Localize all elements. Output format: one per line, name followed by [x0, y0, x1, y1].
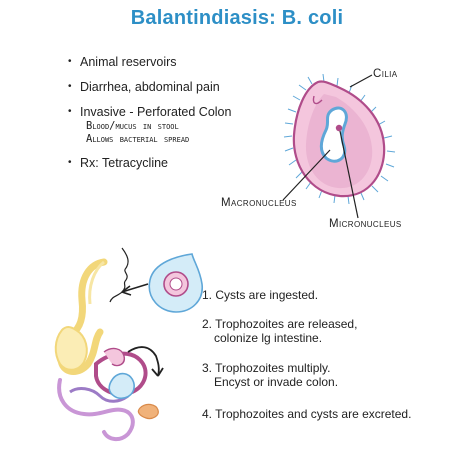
trophozoite-illustration [283, 73, 396, 205]
fact-reservoirs: Animal reservoirs [68, 54, 231, 70]
cilia-fringe [283, 73, 396, 205]
fact-symptoms: Diarrhea, abdominal pain [68, 79, 231, 95]
micronucleus-label: Micronucleus [329, 218, 402, 230]
face-profile [109, 247, 129, 303]
micronucleus-dot [335, 124, 343, 132]
micronucleus-pointer [339, 130, 359, 219]
step-2: 2. Trophozoites are released, colonize l… [202, 317, 357, 345]
excreted-cysts [137, 403, 159, 420]
step-1: 1. Cysts are ingested. [202, 288, 319, 302]
cilia-pointer [349, 74, 373, 88]
trophozoite-in-gut [108, 372, 135, 400]
fact-invasive-text: Invasive - Perforated Colon [80, 105, 232, 119]
cytostome [312, 95, 323, 105]
step-3-line2: Encyst or invade colon. [214, 375, 339, 389]
ingest-arrow [121, 283, 149, 293]
colon-loop [57, 378, 135, 441]
macronucleus-label: Macronucleus [221, 197, 297, 209]
digestive-tract [54, 258, 159, 441]
page-title: Balantindiasis: B. coli [130, 7, 344, 29]
macronucleus-pointer [282, 149, 331, 201]
fact-sub-blood: Blood/mucus in stool [86, 120, 179, 132]
step-4: 4. Trophozoites and cysts are excreted. [202, 407, 412, 421]
multiply-arrowhead [151, 367, 164, 377]
multiply-arrow [127, 346, 160, 377]
fact-sub-spread: Allows bacterial spread [86, 133, 190, 145]
step-2-line2: colonize lg intestine. [214, 331, 323, 345]
cyst-drop [148, 253, 203, 313]
cilia-label: Cilia [373, 68, 398, 80]
step-3-line1: 3. Trophozoites multiply. [202, 361, 331, 375]
stomach-shape [54, 326, 88, 371]
fact-invasive: Invasive - Perforated Colon Blood/mucus … [68, 104, 231, 146]
macronucleus-shape [319, 106, 348, 163]
facts-list: Animal reservoirs Diarrhea, abdominal pa… [68, 54, 231, 180]
step-3: 3. Trophozoites multiply. Encyst or inva… [202, 361, 338, 389]
step-2-line1: 2. Trophozoites are released, [202, 317, 358, 331]
fact-treatment: Rx: Tetracycline [68, 155, 231, 171]
